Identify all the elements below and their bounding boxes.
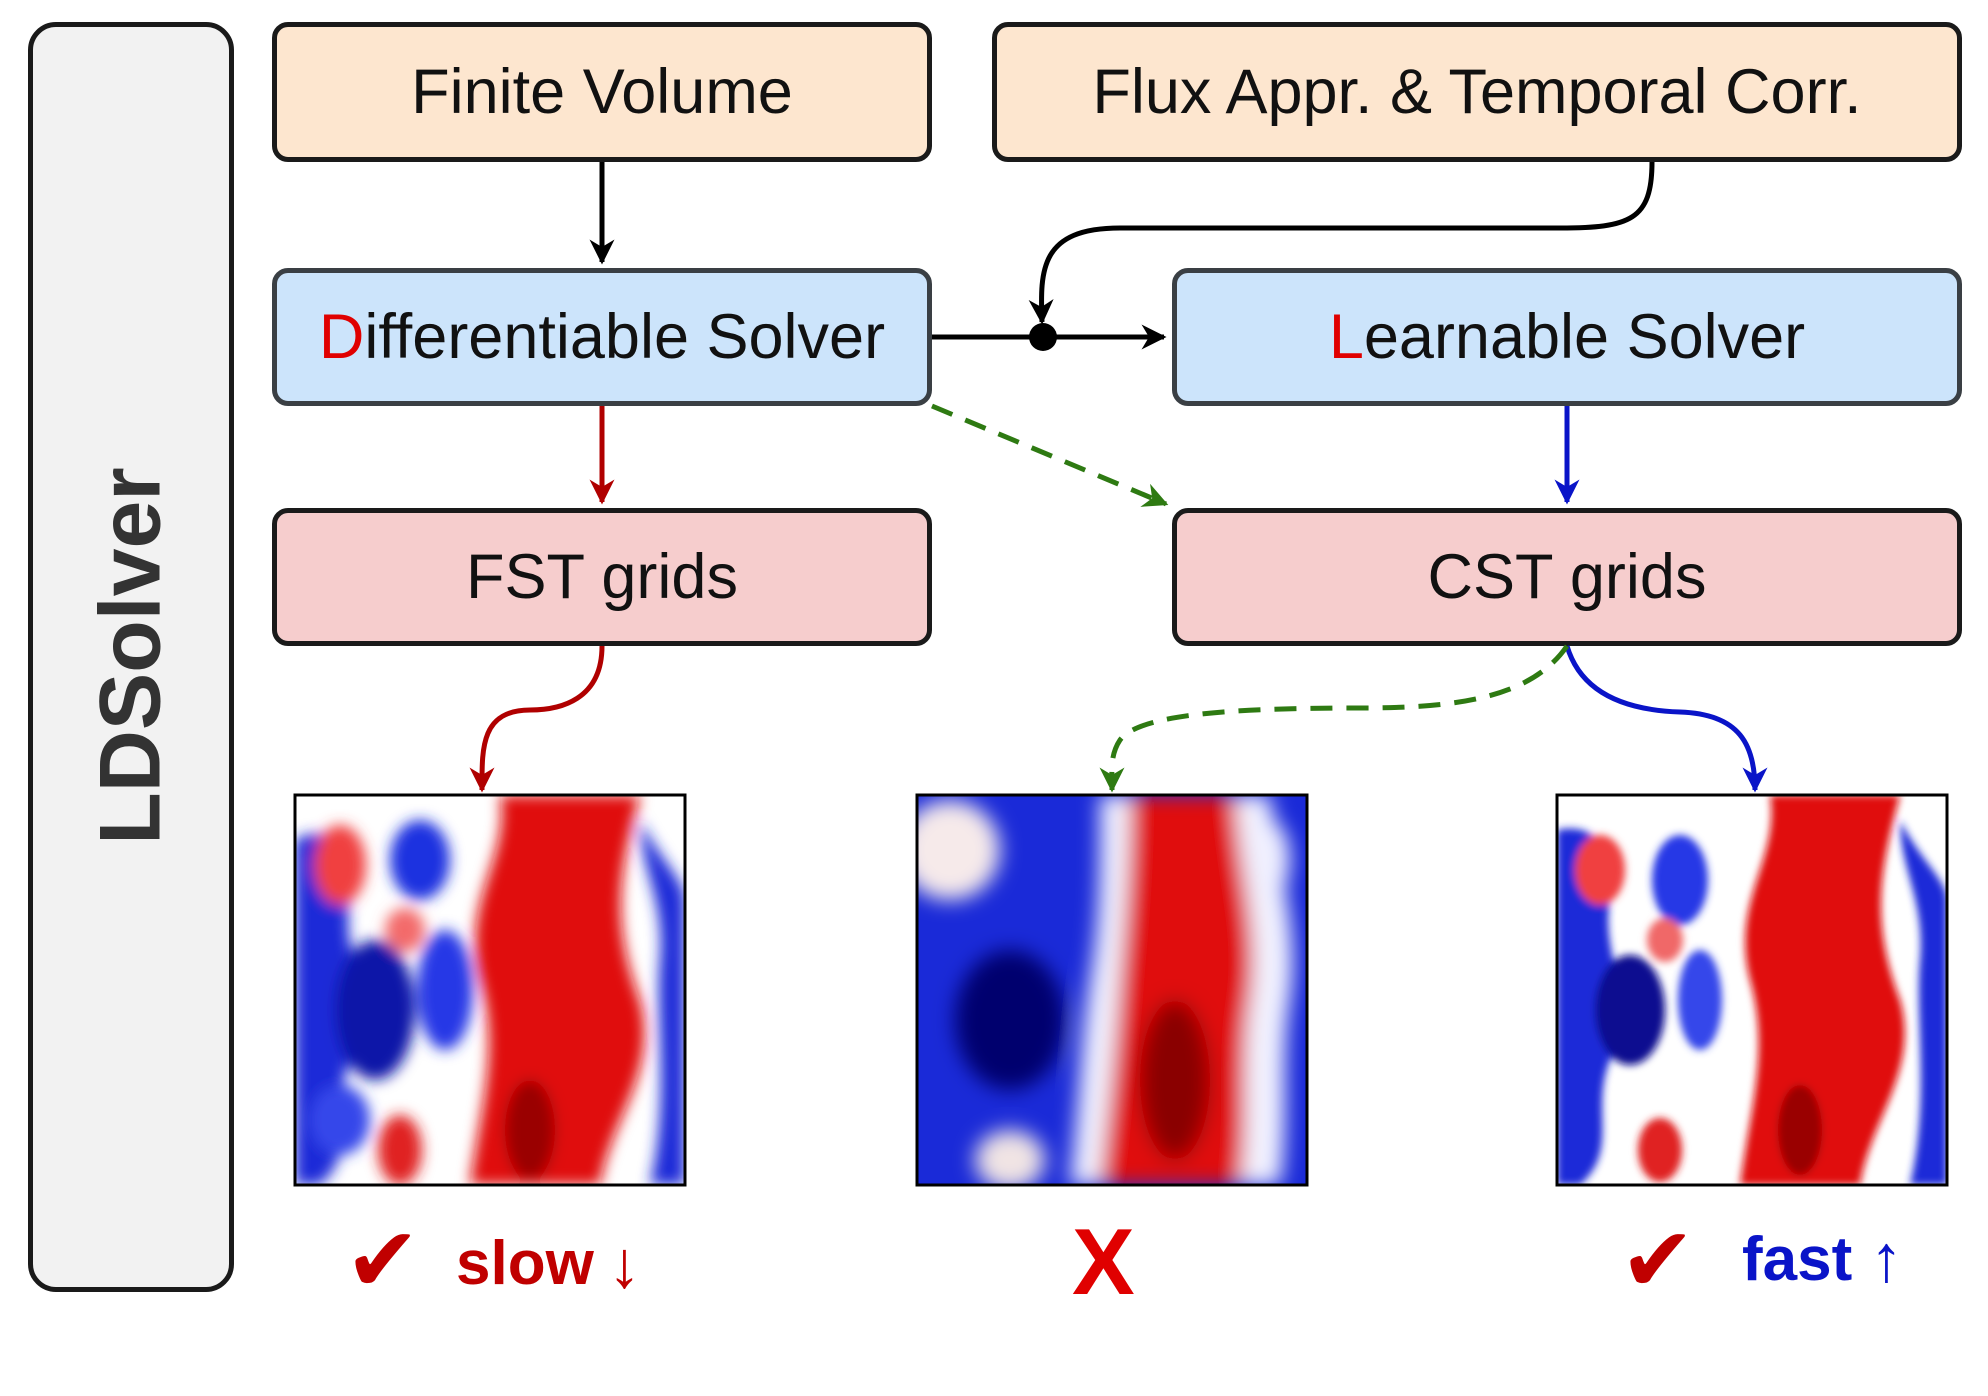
fst-blue-blob (417, 930, 473, 1050)
learnable-initial: L (1328, 302, 1364, 372)
arrow-cst-to-coarse (1099, 644, 1570, 793)
slow-arrow: ↓ (608, 1227, 641, 1301)
cst-blue-blob (1652, 835, 1708, 925)
fst-grids-label: FST grids (466, 542, 738, 612)
differentiable-initial: D (318, 302, 365, 372)
coarse-red-band (1100, 795, 1253, 1185)
sidebar-panel (28, 22, 234, 1292)
flux-box: Flux Appr. & Temporal Corr. (992, 22, 1962, 162)
fst-blue-blob (310, 1085, 370, 1155)
fst-grids-box: FST grids (272, 508, 932, 646)
differentiable-solver-box: Differentiable Solver (272, 268, 932, 406)
right-check-mark: ✔ (1620, 1211, 1696, 1311)
cst-red-band (1740, 795, 1905, 1185)
fst-red-blob (385, 908, 425, 952)
flux-label: Flux Appr. & Temporal Corr. (1092, 57, 1862, 127)
coarse-dark-red (1140, 1000, 1210, 1160)
cst-grids-label: CST grids (1427, 542, 1707, 612)
finite-volume-box: Finite Volume (272, 22, 932, 162)
junction-dot (1029, 323, 1057, 351)
differentiable-rest: ifferentiable Solver (364, 302, 886, 372)
fst-dark-red (505, 1080, 555, 1180)
fast-label: fast (1742, 1225, 1853, 1294)
fst-red-blob (378, 1115, 422, 1185)
fast-arrow: ↑ (1870, 1221, 1903, 1295)
coarse-white-blob (975, 1130, 1045, 1185)
coarse-fail-mark: X (1072, 1209, 1135, 1314)
learnable-rest: earnable Solver (1363, 302, 1806, 372)
fst-red-blob (314, 825, 366, 905)
cst-blue-blob (1678, 950, 1722, 1050)
fst-blue-blob (390, 820, 450, 900)
coarse-dark-blob (955, 950, 1065, 1090)
arrow-cst-to-field (1564, 645, 1768, 793)
fst-blue-right (640, 820, 685, 1185)
fst-blue-blob (335, 940, 415, 1080)
finite-volume-label: Finite Volume (411, 57, 793, 127)
cst-grids-box: CST grids (1172, 508, 1962, 646)
left-check-mark: ✔ (345, 1211, 421, 1311)
slow-label: slow (456, 1229, 594, 1298)
cst-blue-region (1557, 828, 1622, 1185)
coarse-white-blob (917, 800, 1000, 900)
cst-red-blob (1638, 1118, 1682, 1182)
coarse-white-blob (1250, 820, 1290, 900)
differentiable-solver-label: Differentiable Solver (319, 301, 885, 373)
cst-blue-right (1900, 820, 1947, 1185)
arrow-fst-to-field (469, 645, 605, 793)
cst-red-blob (1647, 918, 1683, 962)
cst-red-blob (1575, 835, 1625, 905)
coarse-white-band (1070, 795, 1293, 1185)
fst-red-band (470, 795, 645, 1185)
cst-dark-blob (1595, 955, 1665, 1065)
learnable-solver-box: Learnable Solver (1172, 268, 1962, 406)
learnable-solver-label: Learnable Solver (1329, 301, 1805, 373)
arrow-diff-to-cst (931, 403, 1169, 507)
sidebar-title: LDSolver (82, 467, 179, 845)
cst-dark-red (1778, 1085, 1822, 1175)
fst-blue-region (295, 833, 362, 1185)
